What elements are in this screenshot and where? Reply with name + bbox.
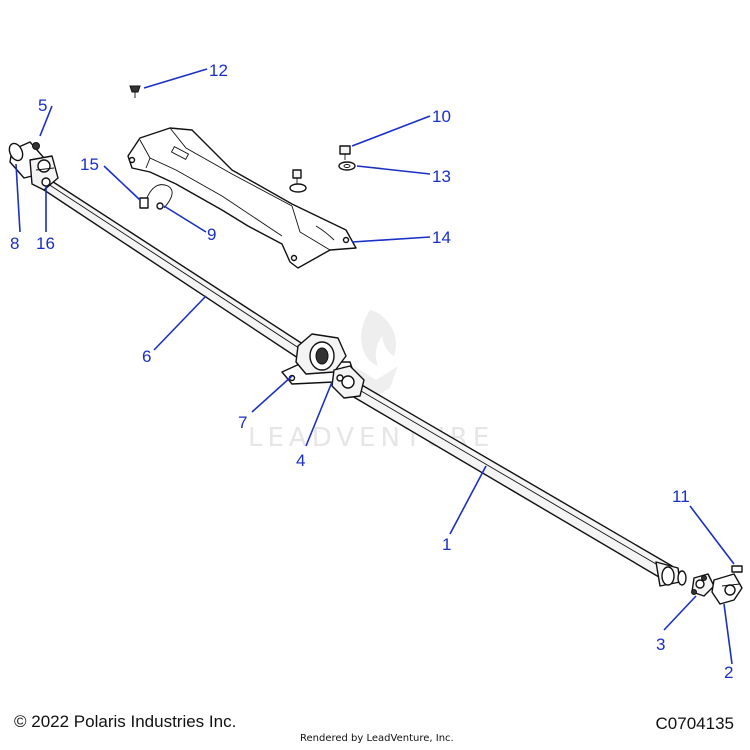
hose-clamp [139,184,173,210]
callout-8[interactable]: 8 [10,234,19,253]
callout-2[interactable]: 2 [724,663,733,682]
heat-shield [127,127,357,269]
u-joint-3 [691,573,715,597]
callout-10[interactable]: 10 [432,107,451,126]
pin-11 [731,565,743,573]
yoke-2 [711,573,743,605]
rear-shaft-end [655,561,687,587]
rendered-by-text: Rendered by LeadVenture, Inc. [300,733,454,744]
callout-labels: 5 12 10 13 14 15 9 8 16 6 7 4 1 11 3 2 [10,61,733,682]
callout-4[interactable]: 4 [296,451,305,470]
callout-11[interactable]: 11 [672,487,690,506]
front-yoke-assembly [8,141,59,191]
copyright-text: © 2022 Polaris Industries Inc. [14,712,237,731]
callout-13[interactable]: 13 [432,167,451,186]
bolt-12 [129,85,141,98]
washer-13 [338,161,356,171]
callout-16[interactable]: 16 [36,234,55,253]
callout-12[interactable]: 12 [209,61,228,80]
callout-7[interactable]: 7 [238,413,247,432]
callout-5[interactable]: 5 [38,96,47,115]
callout-14[interactable]: 14 [432,228,451,247]
bolt-5 [32,142,40,150]
leader-lines [15,68,735,665]
callout-6[interactable]: 6 [142,347,151,366]
callout-1[interactable]: 1 [442,535,451,554]
diagram-code: C0704135 [655,714,734,733]
callout-9[interactable]: 9 [207,225,216,244]
callout-3[interactable]: 3 [656,635,665,654]
bolt-center [289,169,307,193]
callout-15[interactable]: 15 [80,155,99,174]
drive-shaft-rear [351,383,673,581]
bolt-10 [339,145,351,160]
center-u-joint [331,365,365,399]
